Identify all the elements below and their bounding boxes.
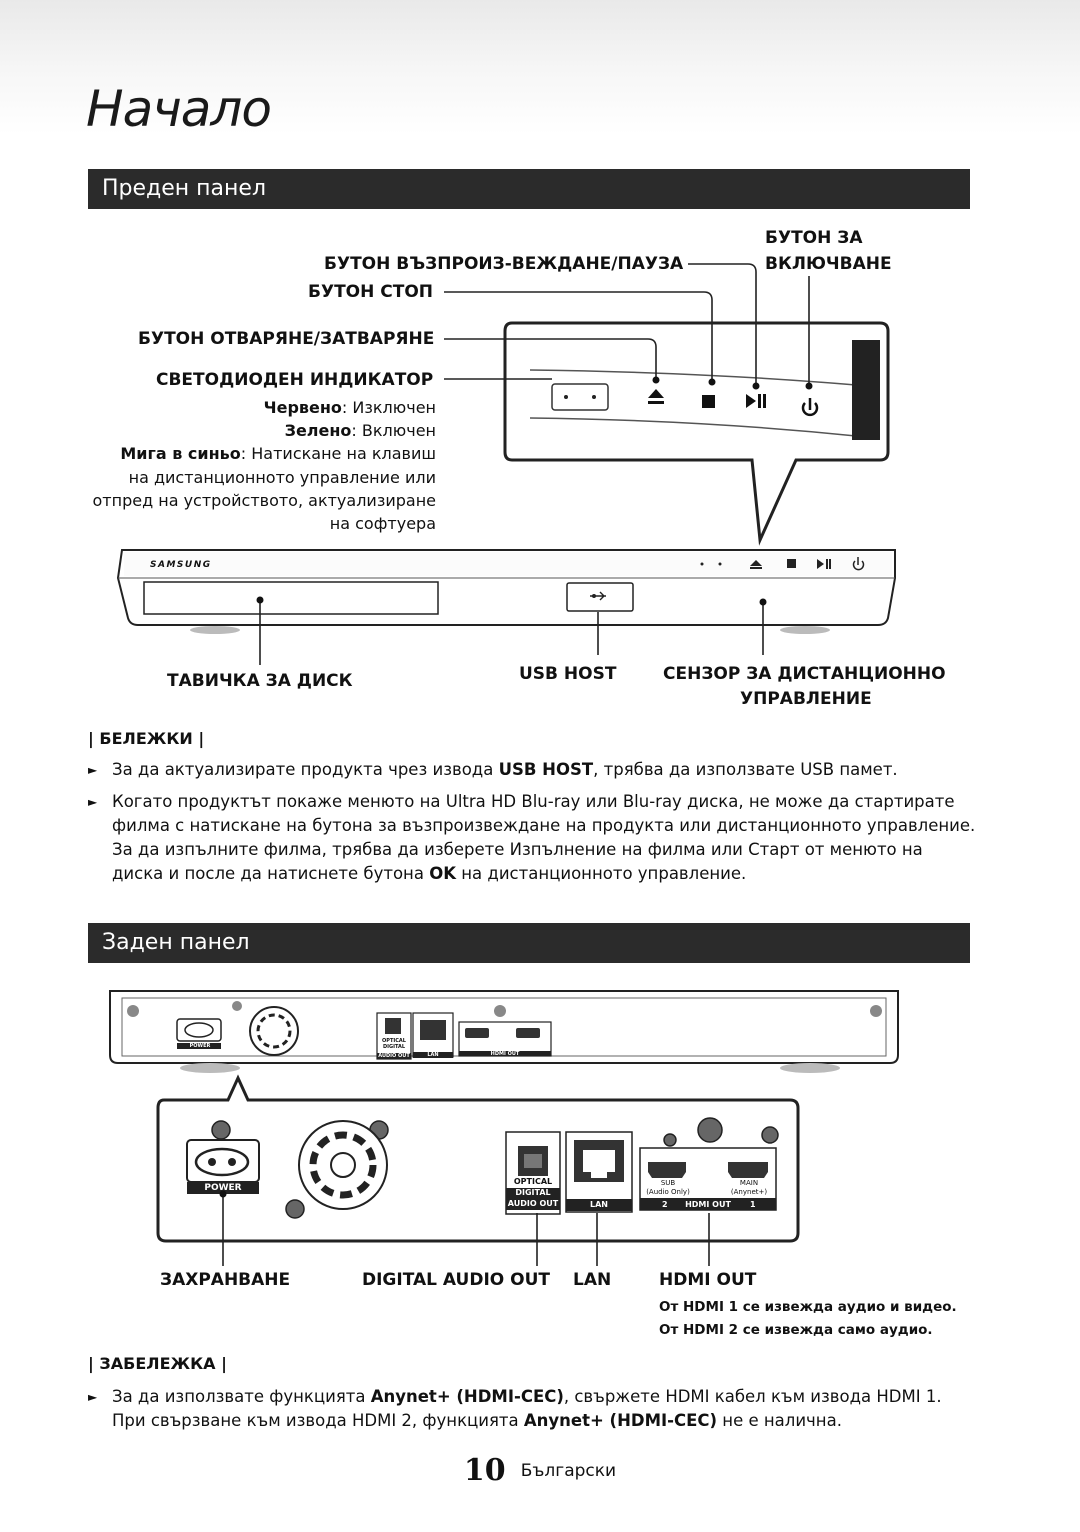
label-remote-sensor-1: СЕНЗОР ЗА ДИСТАНЦИОННО bbox=[663, 664, 946, 684]
led-blink-state-2: на дистанционното управление или bbox=[128, 468, 436, 487]
chapter-header-band bbox=[0, 0, 1080, 135]
led-blink-state-3: отпред на устройството, актуализиране bbox=[92, 491, 436, 510]
rear-small-hdmi-label: HDMI OUT bbox=[490, 1051, 520, 1057]
hdmi-note-2: От HDMI 2 се извежда само аудио. bbox=[659, 1322, 933, 1338]
zoom-edge bbox=[852, 340, 880, 440]
notes-heading: | БЕЛЕЖКИ | bbox=[88, 729, 205, 748]
page-language: Български bbox=[520, 1460, 617, 1481]
chapter-title: Начало bbox=[86, 80, 272, 138]
power-port-label: POWER bbox=[204, 1183, 242, 1193]
front-panel-section-title: Преден панел bbox=[88, 169, 970, 209]
front-panel-zoom bbox=[503, 321, 890, 546]
page-footer: 10 Български bbox=[0, 1453, 1080, 1488]
rear-panel-zoom bbox=[156, 1074, 800, 1243]
label-lan: LAN bbox=[573, 1270, 612, 1290]
hdmi-main-port-icon bbox=[728, 1162, 768, 1178]
label-disc-tray: ТАВИЧКА ЗА ДИСК bbox=[167, 671, 353, 691]
digital-port-label: DIGITAL bbox=[506, 1188, 560, 1198]
label-power-button-1: БУТОН ЗА bbox=[765, 228, 863, 248]
eject-icon bbox=[648, 389, 664, 404]
label-power-input: ЗАХРАНВАНЕ bbox=[160, 1270, 291, 1290]
label-power-button-2: ВКЛЮЧВАНЕ bbox=[765, 254, 892, 274]
usb-port bbox=[566, 582, 634, 612]
back-panel-section-title: Заден панел bbox=[88, 923, 970, 963]
rear-small-audioout-label: AUDIO OUT bbox=[378, 1053, 410, 1059]
led-red-state: Червено: Изключен bbox=[263, 398, 436, 417]
label-led-indicator: СВЕТОДИОДЕН ИНДИКАТОР bbox=[156, 370, 434, 390]
note2-heading: | ЗАБЕЛЕЖКА | bbox=[88, 1354, 227, 1373]
disc-tray bbox=[143, 581, 439, 615]
page-number: 10 bbox=[463, 1453, 506, 1488]
audio-out-port-label: AUDIO OUT bbox=[507, 1199, 559, 1208]
power-socket-icon bbox=[194, 1147, 250, 1177]
stop-icon bbox=[702, 395, 715, 408]
hdmi-main-label: MAIN(Anynet+) bbox=[730, 1179, 768, 1196]
power-icon bbox=[801, 398, 819, 417]
note-2: ► Когато продуктът покаже менюто на Ultr… bbox=[88, 792, 976, 883]
led-indicator-icon bbox=[551, 383, 609, 411]
rear-small-lan-label: LAN bbox=[413, 1052, 453, 1058]
brand-logo: SAMSUNG bbox=[150, 560, 212, 570]
hdmi-note-1: От HDMI 1 се извежда аудио и видео. bbox=[659, 1299, 957, 1315]
label-remote-sensor-2: УПРАВЛЕНИЕ bbox=[740, 689, 872, 709]
rear-small-power-label: POWER bbox=[189, 1043, 211, 1049]
label-play-pause-button: БУТОН ВЪЗПРОИЗ-ВЕЖДАНЕ/ПАУЗА bbox=[324, 254, 684, 274]
led-green-state: Зелено: Включен bbox=[284, 421, 436, 440]
label-stop-button: БУТОН СТОП bbox=[308, 282, 434, 302]
label-open-close-button: БУТОН ОТВАРЯНЕ/ЗАТВАРЯНЕ bbox=[138, 329, 435, 349]
led-blink-state-4: на софтуера bbox=[329, 514, 436, 533]
label-digital-audio-out: DIGITAL AUDIO OUT bbox=[362, 1270, 550, 1290]
led-blink-state: Мига в синьо: Натискане на клавиш bbox=[120, 444, 436, 463]
play-pause-icon bbox=[746, 394, 766, 408]
lan-port-label: LAN bbox=[590, 1200, 608, 1209]
note-1: ► За да актуализирате продукта чрез изво… bbox=[88, 760, 898, 779]
device-rear bbox=[109, 990, 899, 1073]
label-hdmi-out: HDMI OUT bbox=[659, 1270, 757, 1290]
label-usb-host: USB HOST bbox=[519, 664, 617, 684]
hdmi-sub-port-icon bbox=[648, 1162, 686, 1178]
hdmi-sub-label: SUB(Audio Only) bbox=[646, 1179, 690, 1196]
device-front bbox=[116, 549, 896, 634]
note2-text: ► За да използвате функцията Anynet+ (HD… bbox=[88, 1387, 942, 1430]
optical-port-label: OPTICAL bbox=[513, 1177, 553, 1186]
